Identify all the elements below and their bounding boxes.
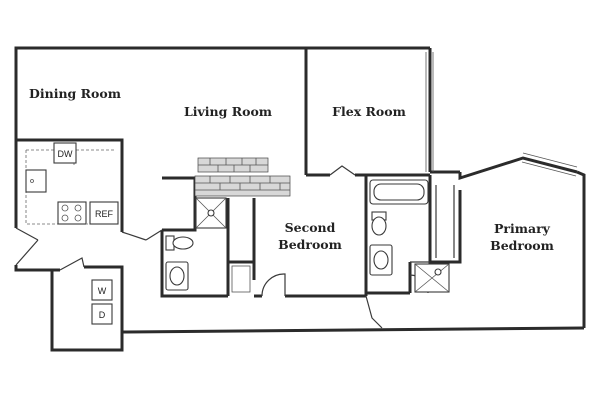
laundry (91, 279, 113, 325)
bathroom-1 (165, 197, 251, 293)
dishwasher (53, 142, 77, 164)
interior-walls (16, 48, 578, 332)
dryer (91, 303, 113, 325)
toilet-1 (172, 236, 194, 250)
fireplace (194, 157, 291, 197)
refrigerator-label: REF (95, 209, 114, 219)
dishwasher-label: DW (58, 149, 73, 159)
primary-bedroom-label-line2: Bedroom (490, 238, 554, 253)
stove (57, 201, 87, 225)
bathroom-2 (369, 179, 450, 293)
flex-room-label: Flex Room (332, 104, 406, 119)
doors (15, 165, 430, 329)
sink-2 (373, 250, 389, 270)
sink-1 (169, 266, 185, 286)
kitchen-sink (25, 169, 47, 193)
second-bedroom-label-line2: Bedroom (278, 237, 342, 252)
washer-label: W (98, 286, 107, 296)
kitchen (25, 142, 119, 225)
toilet-2 (371, 216, 387, 236)
dining-room-label: Dining Room (29, 86, 121, 101)
second-bedroom-label-line1: Second (285, 220, 336, 235)
refrigerator (89, 201, 119, 225)
outer-walls (14, 46, 586, 352)
dryer-label: D (99, 310, 106, 320)
windows (425, 52, 578, 177)
washer (91, 279, 113, 301)
primary-bedroom-label-line1: Primary (494, 221, 551, 236)
living-room-label: Living Room (184, 104, 272, 119)
